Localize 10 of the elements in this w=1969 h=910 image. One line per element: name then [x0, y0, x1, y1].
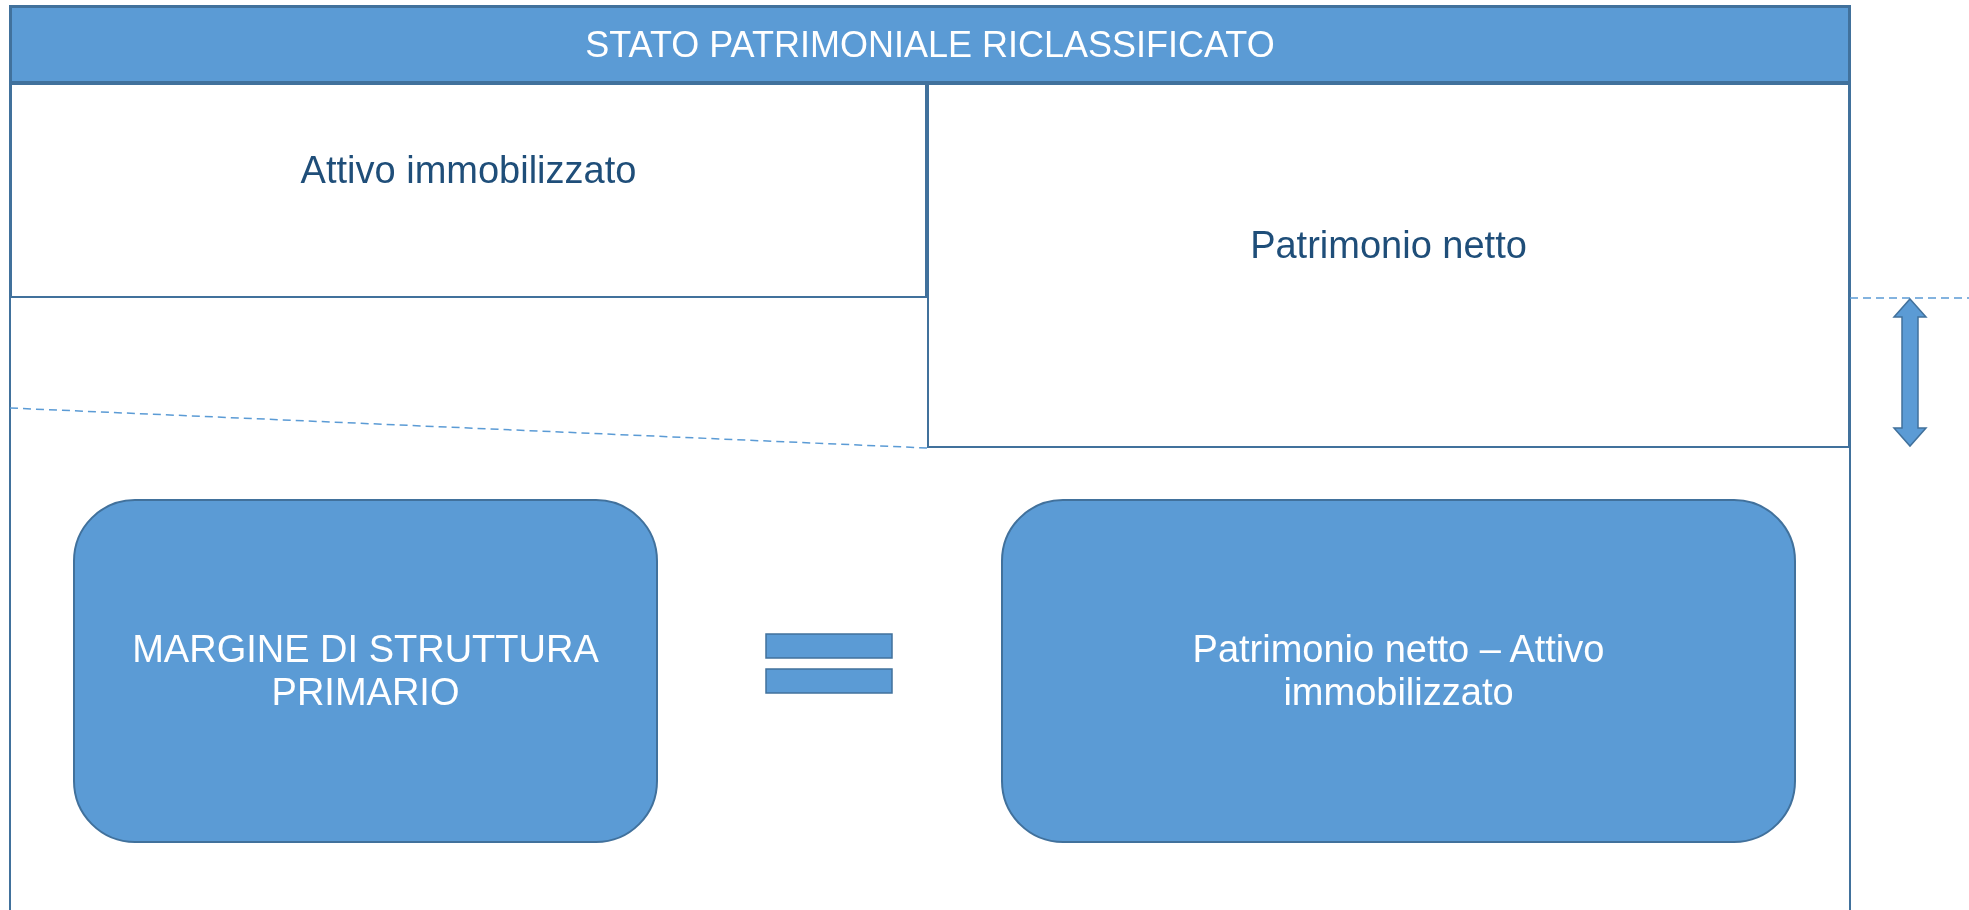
label-text: MARGINE DI STRUTTURA PRIMARIO [131, 628, 600, 714]
label-text: Patrimonio netto [1250, 224, 1527, 267]
table-cell [10, 83, 927, 298]
label-text: Patrimonio netto – Attivo immobilizzato [1191, 628, 1606, 714]
rounded-box [1001, 499, 1796, 843]
label-text: STATO PATRIMONIALE RICLASSIFICATO [585, 23, 1275, 66]
title-bar [10, 6, 1850, 83]
rounded-box [73, 499, 658, 843]
label-text: Attivo immobilizzato [300, 149, 637, 192]
table-cell [927, 83, 1850, 448]
